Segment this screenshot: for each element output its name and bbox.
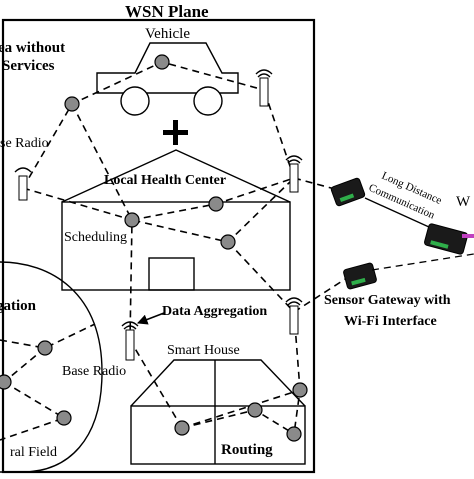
radio-tower-icon [285,155,303,193]
sensor-node-icon [64,96,80,112]
sensor-gateway-icon [424,223,474,255]
data-aggregation-label: Data Aggregation [162,304,267,319]
radio-tower-icon [121,321,139,361]
vehicle-label: Vehicle [145,26,190,42]
sensor-gateway-icon [343,262,377,290]
vehicle-icon [96,42,239,116]
smart-house-building [130,359,306,465]
sensor-node-icon [247,402,263,418]
gateway-label-line2: Wi-Fi Interface [344,314,437,329]
plane-title: WSN Plane [125,2,209,21]
area-label-line2: Services [2,58,55,74]
radio-tower-icon [285,297,303,335]
sensor-node-icon [124,212,140,228]
sensor-node-icon [174,420,190,436]
health-center-label: Local Health Center [104,173,226,188]
sensor-node-icon [56,410,72,426]
base-radio-bottom-label: Base Radio [62,364,126,379]
base-radio-top-label: se Radio [0,136,49,151]
sensor-node-icon [220,234,236,250]
rural-field-label: ral Field [10,445,57,460]
wsn-plane-border [1,18,316,474]
sensor-gateway-icon [330,177,366,207]
gateway-label-line1: Sensor Gateway with [324,293,451,308]
long-distance-link [364,197,441,233]
cross-icon [163,120,188,145]
radio-tower-icon [255,69,273,107]
sensor-node-icon [292,382,308,398]
routing-label: Routing [221,442,273,458]
sensor-node-icon [286,426,302,442]
health-center-building [61,149,291,291]
smart-house-label: Smart House [167,343,240,358]
rural-field-boundary [0,261,103,473]
w-fragment-label: W [456,194,471,210]
sensor-node-icon [0,374,12,390]
sensor-node-icon [208,196,224,212]
sensor-node-icon [154,54,170,70]
aggregation-fragment-label: gation [0,298,37,314]
network-links [0,61,351,441]
aggregation-arrow [137,312,165,325]
gateway-link [371,253,474,271]
radio-tower-icon [14,167,32,201]
scheduling-label: Scheduling [64,230,127,245]
area-label-line1: ea without [0,40,65,56]
sensor-nodes [0,54,308,442]
sensor-node-icon [37,340,53,356]
